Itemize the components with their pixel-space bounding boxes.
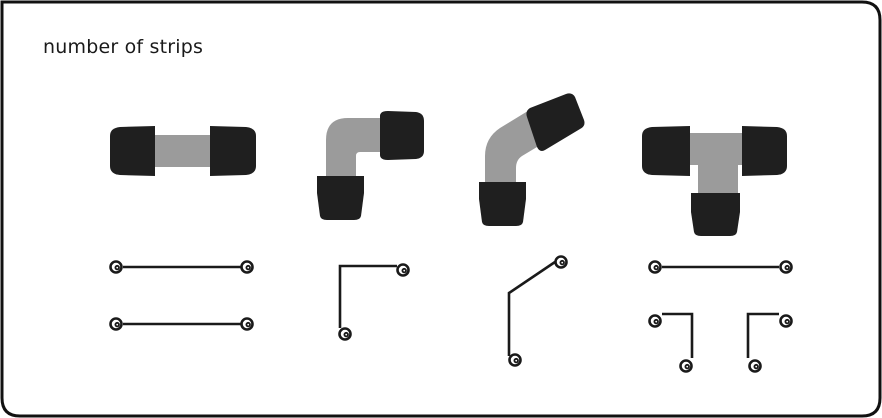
strip-line [338, 264, 397, 328]
strip-curl [779, 260, 793, 274]
elbow-90-strips [338, 263, 410, 341]
strip-curl [240, 260, 254, 274]
strip-curl [648, 260, 662, 274]
straight-coupling-fitting [110, 126, 256, 176]
strip-curl [508, 353, 522, 367]
elbow-45-strips [507, 255, 568, 367]
strip-curl [779, 314, 793, 328]
tee-strips [648, 260, 793, 373]
strip-curl [396, 263, 410, 277]
tee-fitting [642, 126, 787, 236]
strip-curl [748, 359, 762, 373]
diagram-title: number of strips [43, 36, 204, 58]
strip-curl [240, 317, 254, 331]
strip-curl [338, 327, 352, 341]
strip-line [662, 312, 694, 358]
strip-curl [109, 260, 123, 274]
strip-line [746, 312, 779, 358]
strip-curl [679, 359, 693, 373]
strip-curl [648, 314, 662, 328]
strip-curl [554, 255, 568, 269]
elbow-90-fitting [317, 111, 424, 220]
elbow-45-fitting [479, 93, 585, 226]
strip-curl [109, 317, 123, 331]
strip-line [507, 260, 556, 356]
straight-coupling-strips [109, 260, 254, 331]
